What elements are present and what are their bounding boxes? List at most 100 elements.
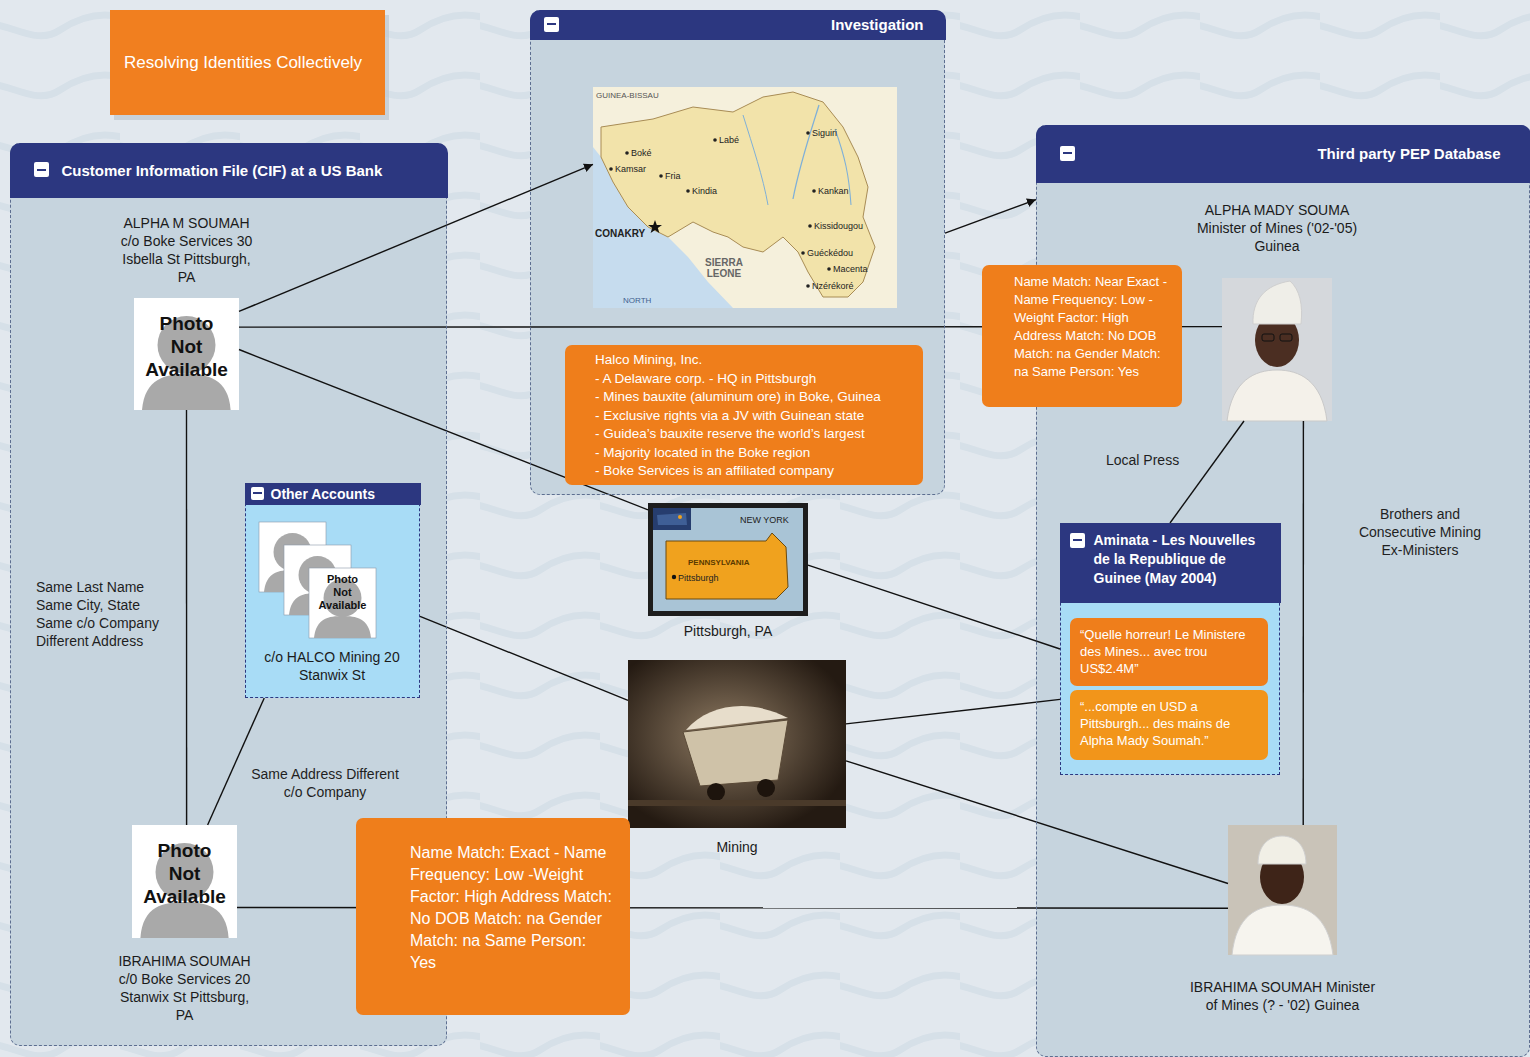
press-quote: “...compte en USD a Pittsburgh... des ma… — [1080, 698, 1258, 749]
robe — [1227, 370, 1327, 421]
map-label: Guéckédou — [807, 248, 853, 259]
ore-cart — [683, 720, 788, 786]
hat — [1253, 281, 1302, 324]
press-quote: “Quelle horreur! Le Ministere des Mines.… — [1080, 626, 1258, 677]
cap — [1258, 836, 1306, 864]
inset-dot — [678, 515, 682, 519]
country-outline — [601, 92, 875, 297]
fact-line: - A Delaware corp. - HQ in Pittsburgh — [595, 370, 913, 389]
robe — [1232, 905, 1333, 955]
panel-header: Investigation — [530, 10, 946, 40]
map-label: NORTH — [623, 295, 651, 306]
relation-note: Same Address Different c/o Company — [245, 765, 405, 801]
relation-note: Local Press — [1106, 451, 1196, 469]
account-address: c/o HALCO Mining 20 Stanwix St — [246, 648, 418, 684]
match-callout: Name Match: Near Exact - Name Frequency:… — [982, 265, 1182, 407]
map-label: CONAKRY — [595, 228, 645, 239]
customer-photo: Photo Not Available — [309, 568, 376, 638]
map-label: Fria — [665, 171, 681, 182]
glasses — [1262, 334, 1274, 341]
pep-portrait: ALPHA MADY SOUMA Minister of Mines ('02-… — [1222, 278, 1332, 421]
map-land — [593, 87, 897, 308]
quote-box: “Quelle horreur! Le Ministere des Mines.… — [1070, 618, 1268, 686]
map-label: Kamsar — [615, 164, 646, 175]
pep-portrait: IBRAHIMA SOUMAH Minister of Mines (? - '… — [1228, 825, 1337, 955]
guinea-map-art — [593, 87, 897, 308]
us-inset — [653, 508, 691, 530]
map-label: Siguiri — [812, 128, 837, 139]
customer-record: IBRAHIMA SOUMAH c/0 Boke Services 20 Sta… — [117, 952, 253, 1024]
map-label: Macenta — [833, 264, 868, 275]
customer-photo: ALPHA M SOUMAH c/o Boke Services 30 Isbe… — [134, 298, 239, 410]
map-label: Nzérékoré — [812, 281, 854, 292]
photo-card-stack — [259, 522, 376, 638]
pep-record: IBRAHIMA SOUMAH Minister of Mines (? - '… — [1188, 978, 1378, 1014]
diagram-title: Resolving Identities Collectively — [110, 10, 385, 115]
image-frame — [648, 503, 808, 616]
connector-line — [945, 200, 1036, 234]
mining-photo: Mining — [628, 660, 846, 828]
pep-record: ALPHA MADY SOUMA Minister of Mines ('02-… — [1182, 201, 1372, 255]
state-shape — [666, 533, 788, 599]
silhouette-body — [314, 616, 371, 638]
photo-placeholder: Photo Not Available — [134, 298, 239, 381]
press-panel: Aminata - Les Nouvelles de la Republique… — [1060, 523, 1280, 775]
connector-line — [846, 699, 1060, 723]
glasses — [1280, 334, 1292, 341]
photo-ground — [628, 660, 846, 828]
customer-photo: Photo Not AvailableIBRAHIMA SOUMAH c/0 B… — [132, 825, 237, 938]
guinea-map: GUINEA-BISSAULabéBokéKamsarFriaKindiaCON… — [593, 87, 897, 308]
photo-card — [309, 568, 376, 638]
panel-header: Customer Information File (CIF) at a US … — [10, 143, 448, 198]
photo-ground — [132, 825, 237, 938]
match-callout: Name Match: Exact - Name Frequency: Low … — [356, 818, 630, 1015]
quote-box: “...compte en USD a Pittsburgh... des ma… — [1070, 690, 1268, 760]
pittsburgh-map-art — [648, 503, 808, 616]
mining-photo-art — [628, 660, 846, 828]
relation-note: Same Last Name Same City, State Same c/o… — [36, 578, 176, 650]
group-header: Other Accounts — [245, 483, 421, 505]
capital-star — [648, 220, 662, 233]
map-label: NEW YORK — [740, 515, 789, 526]
river — [793, 105, 819, 199]
map-label: Pittsburgh — [678, 573, 719, 584]
panel-fill — [530, 10, 945, 495]
fact-line: - Mines bauxite (aluminum ore) in Boke, … — [595, 388, 913, 407]
map-label: Kankan — [818, 186, 849, 197]
map-ground — [653, 508, 803, 611]
customer-record: ALPHA M SOUMAH c/o Boke Services 30 Isbe… — [120, 214, 254, 286]
fact-line: - Boke Services is an affiliated company — [595, 462, 913, 481]
connector-line — [846, 761, 1228, 884]
photo-ground — [1228, 825, 1337, 955]
cart-wheel — [707, 783, 725, 801]
connector-line — [186, 410, 188, 825]
map-label: SIERRA LEONE — [693, 257, 755, 279]
city-dot — [672, 575, 676, 579]
portrait — [1228, 825, 1337, 955]
silhouette-body — [140, 902, 228, 938]
map-label: Kissidougou — [814, 221, 863, 232]
investigation-panel: InvestigationGUINEA-BISSAULabéBokéKamsar… — [530, 10, 945, 495]
photo-placeholder: Photo Not Available — [132, 825, 237, 908]
rail — [628, 800, 846, 806]
panel-header: Third party PEP Database — [1036, 125, 1530, 183]
us-inset-shape — [657, 513, 687, 525]
image-caption: Mining — [677, 838, 797, 856]
cart-wheel — [757, 779, 775, 797]
connector-line — [208, 698, 265, 825]
group-fill — [245, 483, 420, 698]
map-label: Labé — [719, 135, 739, 146]
map-label: PENNSYLVANIA — [688, 557, 750, 568]
connector-line — [1170, 421, 1244, 523]
portrait — [1222, 278, 1332, 421]
fact-line: - Guidea’s bauxite reserve the world’s l… — [595, 425, 913, 444]
map-label: Boké — [631, 148, 652, 159]
image-caption: Pittsburgh, PA — [658, 622, 798, 640]
connector-line — [1303, 421, 1305, 825]
ore-load — [686, 706, 788, 730]
relation-note: Brothers and Consecutive Mining Ex-Minis… — [1350, 505, 1490, 559]
silhouette — [132, 825, 237, 938]
